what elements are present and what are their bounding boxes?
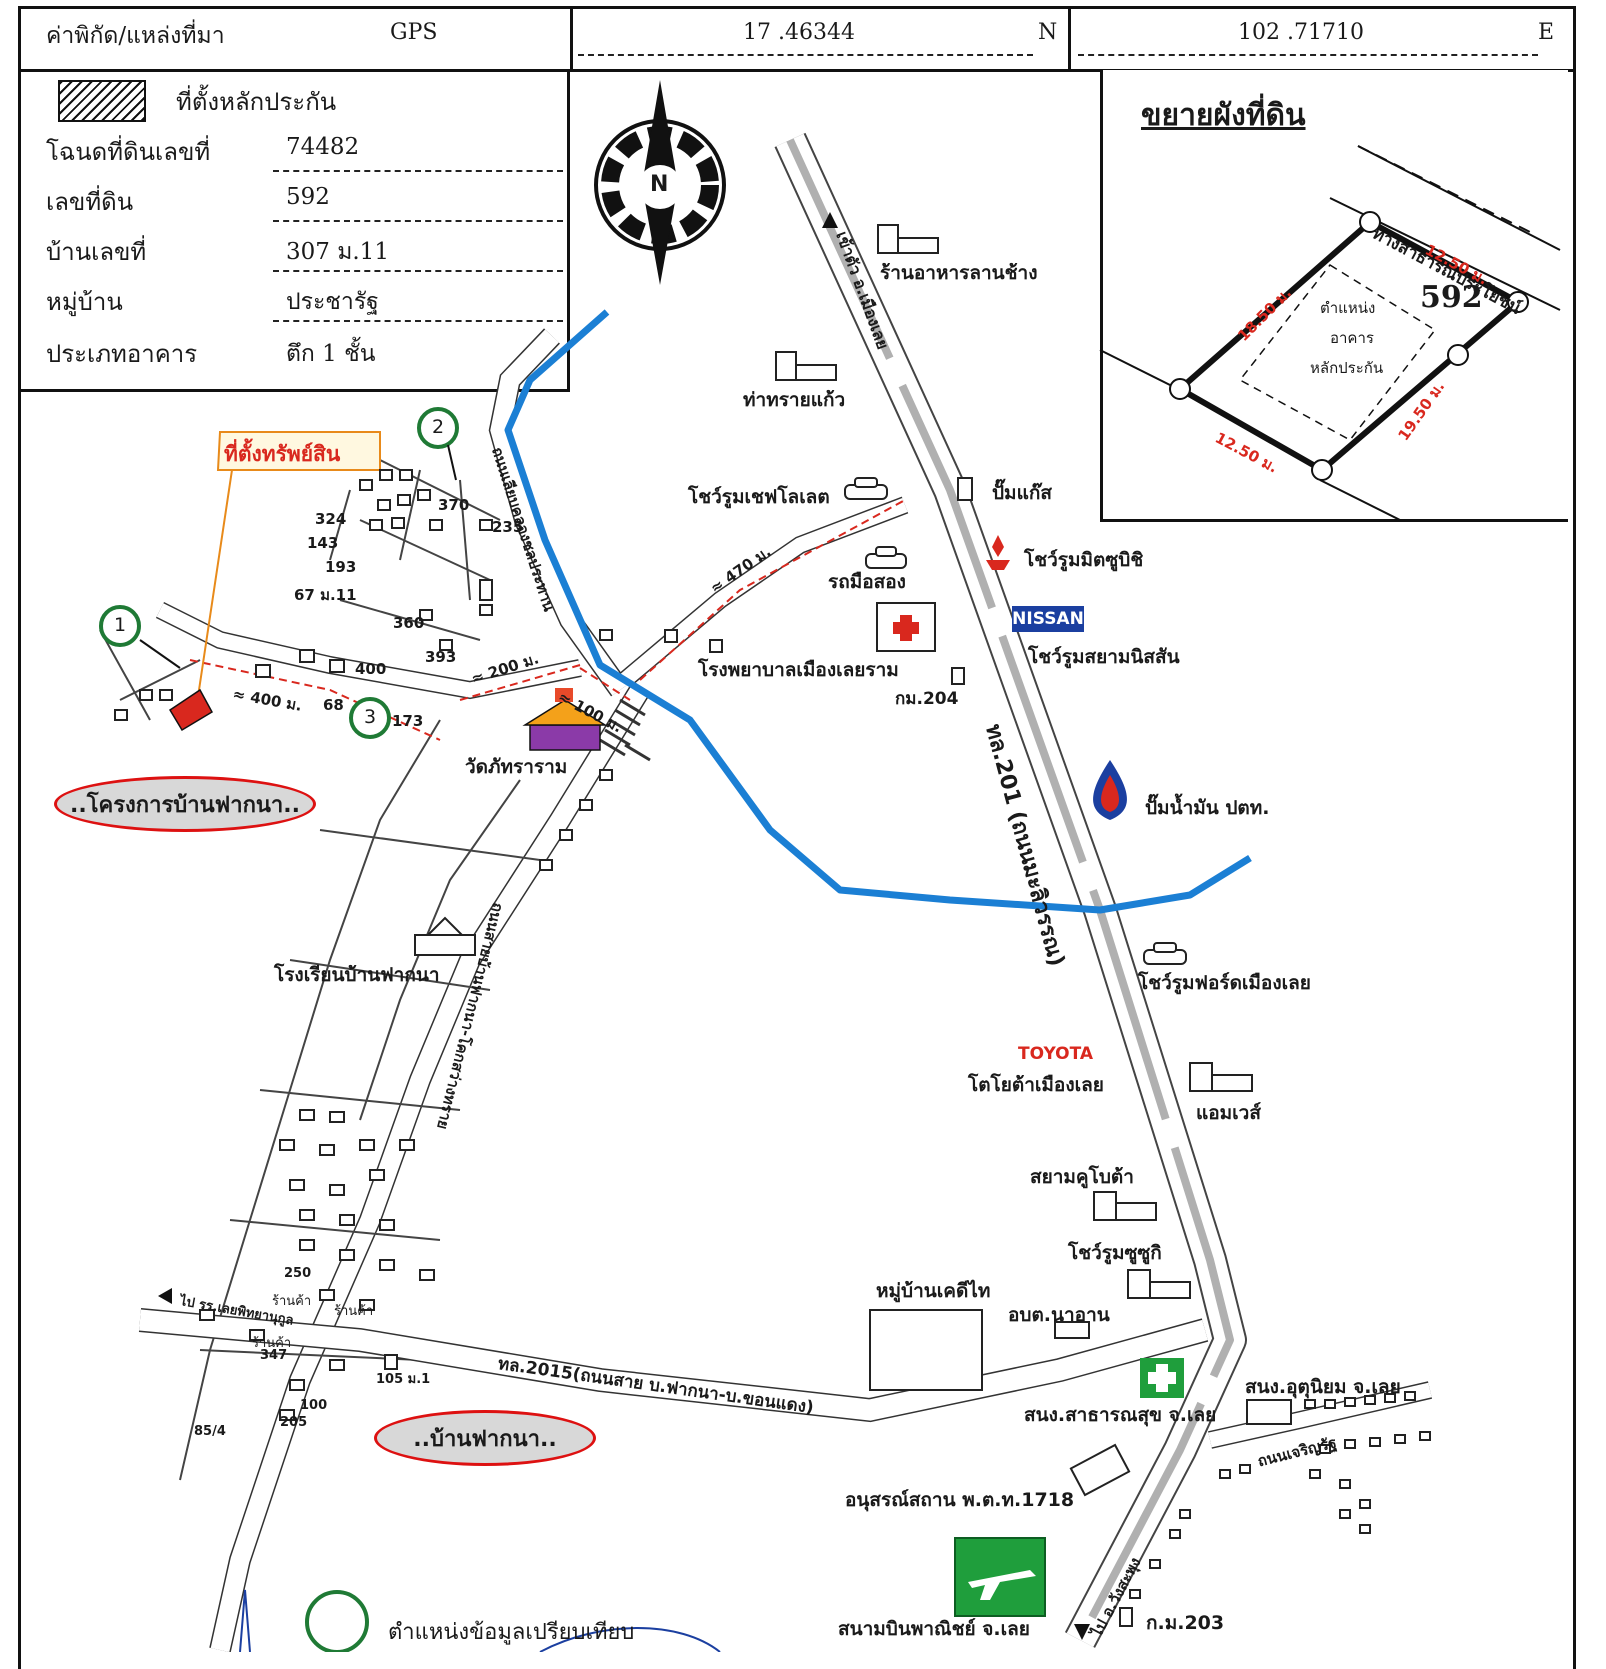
house-85-4: 85/4 [194,1424,226,1439]
project-oval: ..โครงการบ้านฟากนา.. [54,776,316,832]
house-250: 250 [284,1266,312,1281]
inset-building-line3: หลักประกัน [1310,359,1384,377]
house-347: 347 [260,1348,288,1363]
label-kedthai: หมู่บ้านเคดีไท [876,1280,991,1302]
inset-building-line2: อาคาร [1330,329,1374,347]
label-hospital: โรงพยาบาลเมืองเลยราม [698,659,899,681]
inset-building-line1: ตำแหน่ง [1320,299,1376,317]
project-oval-label: ..โครงการบ้านฟากนา.. [69,792,300,818]
house-324: 324 [315,510,347,528]
label-school: โรงเรียนบ้านฟากนา [274,964,440,986]
house-205: 205 [280,1415,308,1430]
label-monument: อนุสรณ์สถาน พ.ต.ท.1718 [845,1489,1075,1511]
village-label: หมู่บ้าน [46,288,123,316]
compass-north-label: N [650,172,669,197]
village-value: ประชารัฐ [286,289,379,315]
label-kubota: สยามคูโบต้า [1030,1166,1134,1188]
land-no-dots [273,220,563,222]
house-no-value: 307 ม.11 [286,239,389,265]
latitude-dots [578,54,1033,56]
legend-compare-label: ตำแหน่งข้อมูลเปรียบเทียบ [388,1620,635,1645]
house-100: 100 [300,1398,328,1413]
deed-value: 74482 [286,134,360,160]
nissan-badge: NISSAN [1012,606,1084,632]
label-mitsubishi: โชว์รูมมิตซูบิชิ [1024,549,1144,571]
label-chevrolet: โชว์รูมเชฟโลเลต [688,486,830,508]
label-thasai: ท่าทรายแก้ว [743,389,846,411]
label-shop2: ร้านค้า [334,1304,374,1319]
header-divider-1 [570,6,573,72]
house-143: 143 [307,534,339,552]
map-frame [18,6,1576,1669]
header-row: ค่าพิกัด/แหล่งที่มา GPS 17 .46344 N 102 … [18,6,1573,72]
nissan-brand-text: NISSAN [1012,609,1084,629]
inset-title: ขยายผังที่ดิน [1141,98,1306,133]
info-box: ที่ตั้งหลักประกัน โฉนดที่ดินเลขที่ 74482… [18,70,570,392]
land-no-label: เลขที่ดิน [46,188,134,216]
house-360: 360 [393,614,425,632]
header-divider-2 [1068,6,1071,72]
label-usedcar: รถมือสอง [828,571,906,593]
marker-1: 1 [114,614,127,636]
marker-3: 3 [364,706,377,728]
label-temple: วัดภัทราราม [465,756,568,778]
label-industry: สนง.อุตุนิยม จ.เลย [1245,1376,1401,1398]
label-ptt: ปั๊มน้ำมัน ปตท. [1145,797,1270,819]
village-oval: ..บ้านฟากนา.. [374,1410,596,1466]
label-gas: ปั๊มแก๊ส [992,482,1052,504]
collateral-hatch-icon [58,80,146,122]
label-obt: อบต.นาอาน [1008,1304,1110,1326]
label-airport: สนามบินพาณิชย์ จ.เลย [838,1618,1030,1640]
label-suzuki: โชว์รูมซูซูกิ [1068,1242,1162,1264]
house-173: 173 [392,712,424,730]
house-105: 105 ม.1 [376,1372,431,1387]
house-193: 193 [325,558,357,576]
village-dots [273,320,563,322]
house-no-label: บ้านเลขที่ [46,238,147,266]
source-value: GPS [390,20,438,45]
label-toyota: โตโยต้าเมืองเลย [968,1074,1104,1096]
label-ford: โชว์รูมฟอร์ดเมืองเลย [1138,972,1311,994]
house-68: 68 [323,696,344,714]
longitude-value: 102 .71710 [1238,20,1364,45]
latitude-value: 17 .46344 [743,20,855,45]
longitude-dots [1078,54,1538,56]
latitude-direction: N [1038,20,1058,45]
longitude-direction: E [1538,20,1555,45]
label-nissan: โชว์รูมสยามนิสสัน [1028,646,1180,668]
house-no-dots [273,270,563,272]
house-67: 67 ม.11 [294,586,357,604]
house-235: 235 [492,518,524,536]
inset-plot-number: 592 [1420,280,1483,315]
label-shop1: ร้านค้า [272,1294,312,1309]
label-km204: กม.204 [895,689,959,709]
label-health: สนง.สาธารณสุข จ.เลย [1024,1404,1217,1426]
village-oval-label: ..บ้านฟากนา.. [413,1426,557,1452]
house-370: 370 [438,496,470,514]
label-shop3: ร้านค้า [252,1336,292,1351]
label-amway: แอมเวส์ [1196,1102,1261,1124]
house-393: 393 [425,648,457,666]
asset-label: ที่ตั้งทรัพย์สิน [224,442,341,466]
label-restaurant: ร้านอาหารลานช้าง [880,262,1038,284]
toyota-brand-text: TOYOTA [1018,1044,1094,1064]
source-label: ค่าพิกัด/แหล่งที่มา [46,23,225,49]
house-400: 400 [355,660,387,678]
land-no-value: 592 [286,184,330,210]
legend-collateral: ที่ตั้งหลักประกัน [176,88,337,116]
building-type-value: ตึก 1 ชั้น [286,341,376,367]
building-type-label: ประเภทอาคาร [46,340,198,368]
deed-label: โฉนดที่ดินเลขที่ [46,138,211,166]
marker-2: 2 [432,416,445,438]
deed-dots [273,170,563,172]
label-km203: ก.ม.203 [1146,1612,1225,1634]
